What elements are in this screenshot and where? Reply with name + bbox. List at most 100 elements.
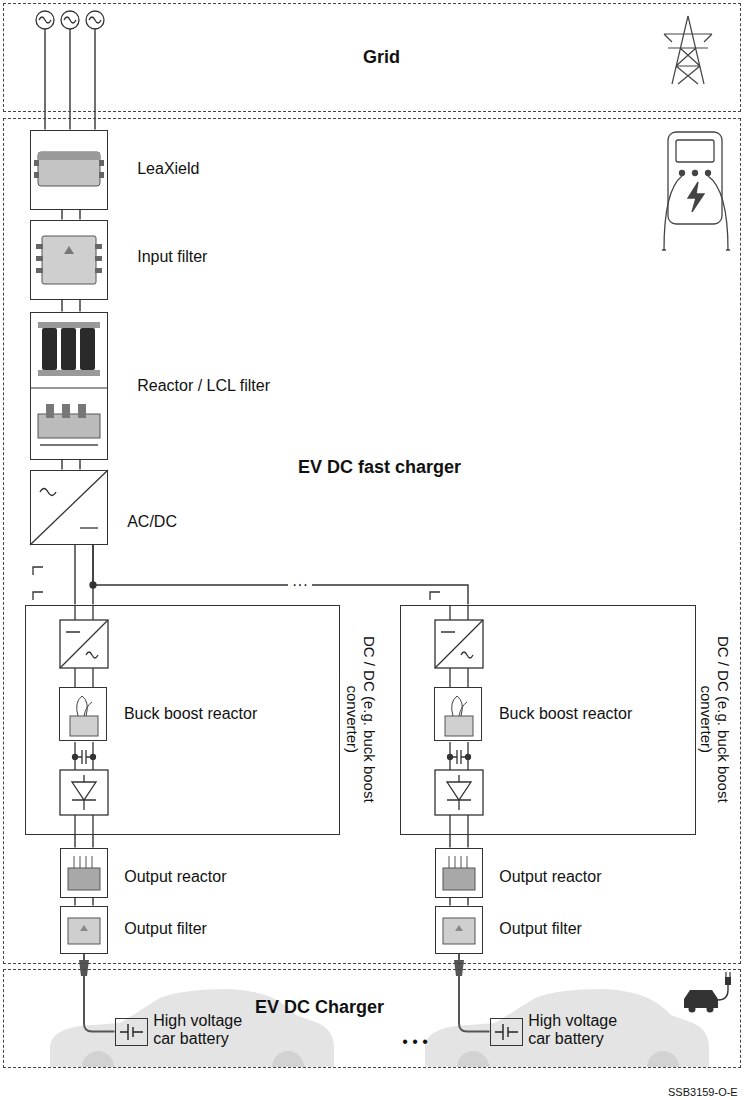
connector (93, 545, 468, 605)
buck-boost-reactor-picture (70, 696, 473, 736)
converter-internals (448, 755, 453, 760)
leaxield-picture (34, 152, 104, 186)
component-label: Buck boost reactor (499, 705, 632, 723)
output-filter-picture (80, 925, 88, 931)
ground-stubs (33, 567, 440, 600)
grid-band: Grid (3, 3, 741, 112)
battery-label: High voltage car battery (153, 1012, 257, 1049)
sine-sources (39, 17, 101, 23)
acdc-symbol (40, 489, 56, 496)
cars (50, 989, 709, 1067)
region-title: EV DC fast charger (298, 457, 461, 478)
ground-stubs (90, 582, 96, 588)
output-filter-picture (68, 918, 100, 944)
leaxield-picture (38, 152, 100, 160)
reactor-picture (42, 328, 57, 370)
continuation-dots: ··· (288, 577, 312, 593)
input-filter-picture (95, 244, 102, 249)
sine-sources (86, 11, 104, 29)
converter-internals (435, 770, 483, 815)
converter-internals (435, 620, 483, 668)
component-box: LeaXield (30, 130, 108, 210)
component-label: Output reactor (124, 868, 226, 886)
output-filter-picture (443, 918, 475, 944)
output-filter-picture (455, 925, 463, 931)
component-box: Output reactor (435, 848, 483, 898)
pylon-icon (664, 16, 712, 84)
figure-code: SSB3159-O-E (668, 1086, 738, 1099)
input-filter-picture (64, 246, 74, 254)
cars (425, 989, 709, 1067)
connector (450, 835, 468, 848)
car-plug-icon (726, 972, 730, 977)
component-label: Output filter (499, 920, 582, 938)
car-plug-icon (689, 1006, 696, 1013)
input-filter-picture (36, 268, 43, 273)
battery-box: High voltage car battery (115, 1018, 148, 1046)
output-reactor-picture (68, 868, 100, 890)
input-filter-picture (95, 256, 102, 261)
acdc-symbol (30, 470, 108, 545)
dcdc-box: DC / DC (e.g. buck boost converter)Buck … (400, 605, 696, 835)
multimeter-icon (662, 249, 730, 250)
region-title: EV DC Charger (255, 997, 384, 1018)
converter-internals (73, 755, 78, 760)
car-plug-icon (707, 1006, 714, 1013)
converter-internals (435, 620, 483, 668)
reactor-picture (46, 404, 54, 418)
connector (45, 32, 95, 130)
converter-internals (60, 770, 108, 815)
reactor-picture (62, 404, 70, 418)
reactor-picture (38, 414, 100, 438)
converter-internals (60, 605, 483, 835)
output-reactor-picture (449, 856, 467, 868)
output-reactor-picture (68, 856, 475, 890)
input-filter-picture (95, 268, 102, 273)
reactor-picture (30, 387, 108, 388)
reactor-picture (40, 444, 98, 446)
leaxield-picture (99, 160, 104, 166)
multimeter-icon (688, 182, 704, 212)
converter-internals (450, 605, 468, 835)
reactor-picture (38, 322, 100, 328)
output-reactor-picture (74, 856, 92, 868)
converter-internals (91, 755, 96, 760)
charging-plugs (454, 960, 464, 976)
buck-boost-reactor-picture (77, 696, 92, 716)
car-plug-icon (718, 984, 728, 1000)
converter-internals (75, 750, 93, 764)
converter-box: AC/DC (30, 470, 108, 545)
converter-internals (450, 750, 468, 764)
acdc-symbol (80, 527, 98, 528)
reactor-picture (61, 328, 76, 370)
component-box: Input filter (30, 220, 108, 300)
vehicle-region: EV DC ChargerHigh voltage car batteryHig… (3, 969, 741, 1068)
rotated-label: DC / DC (e.g. buck boost converter) (344, 624, 379, 814)
car-plug-icon (684, 990, 718, 1008)
input-filter-picture (36, 244, 43, 249)
multimeter-icon (676, 140, 714, 162)
output-filter-picture (68, 918, 475, 944)
reactor-picture (38, 370, 100, 376)
rotated-label: DC / DC (e.g. buck boost converter) (698, 624, 733, 814)
input-filter-picture (42, 236, 96, 284)
component-label: LeaXield (137, 160, 199, 178)
component-label: Reactor / LCL filter (137, 377, 270, 395)
battery-label: High voltage car battery (528, 1012, 632, 1049)
component-label: Input filter (137, 248, 207, 266)
battery-symbols (495, 1024, 518, 1040)
component-box: Reactor / LCL filter (30, 312, 108, 460)
multimeter-icon (693, 171, 698, 176)
reactor-picture (78, 404, 86, 418)
ground-stubs (33, 567, 440, 600)
leaxield-picture (38, 152, 100, 186)
charging-plugs (79, 960, 89, 976)
car-plug-icon (684, 972, 731, 1013)
sine-sources (36, 11, 54, 29)
component-box: Output reactor (60, 848, 108, 898)
cars (82, 1051, 679, 1067)
buck-boost-reactor-picture (445, 716, 473, 736)
converter-internals (75, 605, 93, 835)
